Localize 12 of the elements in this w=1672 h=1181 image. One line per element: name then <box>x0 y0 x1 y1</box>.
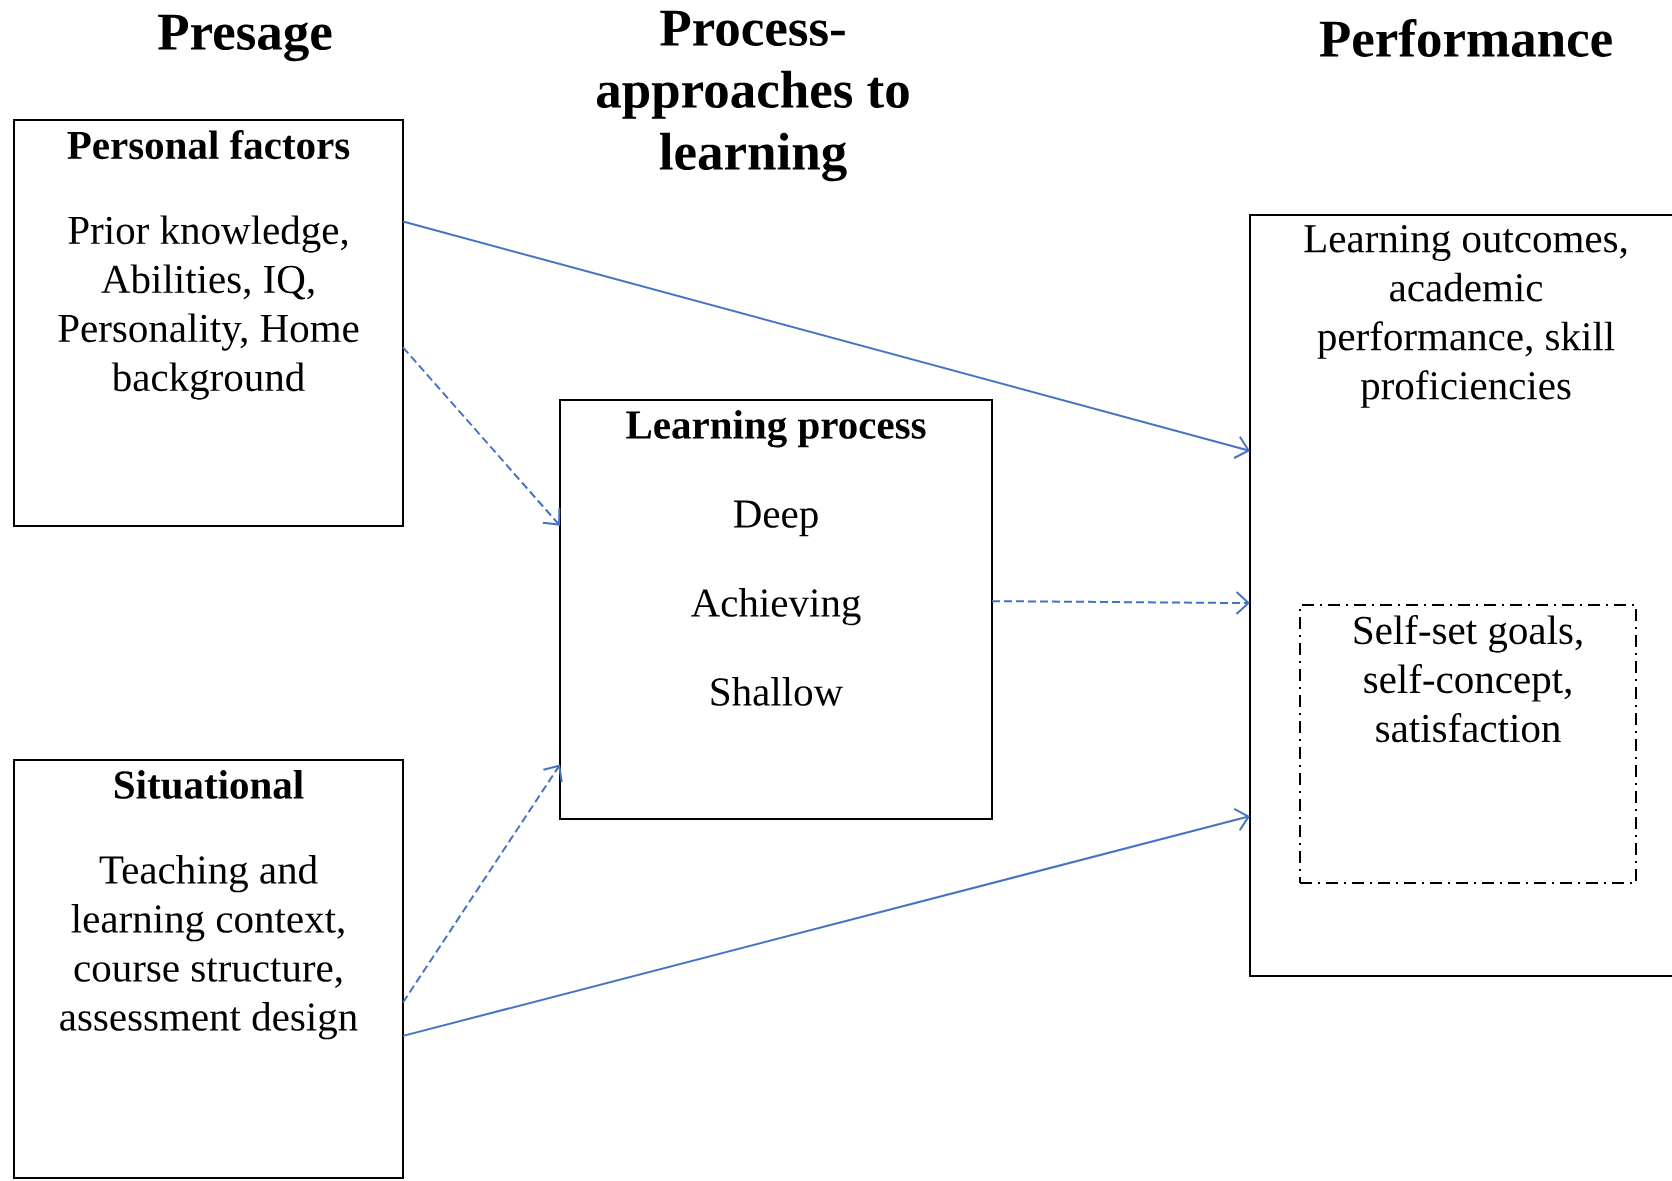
text-box: Personal factors Prior knowledge, Abilities, IQ, Personality, Home background <box>13 119 404 527</box>
arrow <box>402 220 1250 459</box>
column-heading: Performance <box>1319 19 1612 57</box>
arrow <box>991 591 1251 615</box>
arrow <box>402 764 563 1004</box>
text-box: Learning process Deep Achieving Shallow <box>559 399 993 820</box>
column-heading: Presage <box>158 14 332 62</box>
column-heading: Process-approaches to learning <box>596 10 909 182</box>
text-box: Situational Teaching and learning context, course structure, assessment design <box>13 759 404 1179</box>
arrow <box>402 807 1250 1037</box>
arrow <box>402 346 561 526</box>
text-box: Self-set goals, self-concept, satisfaction <box>1299 604 1637 884</box>
